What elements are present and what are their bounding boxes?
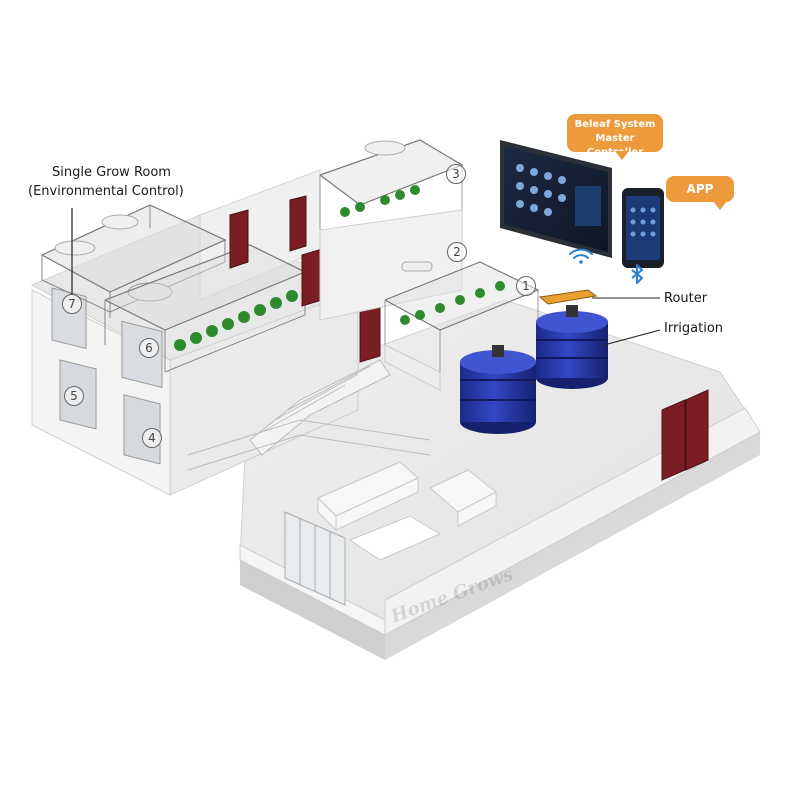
app-callout: APP <box>666 176 734 210</box>
irrigation-label: Irrigation <box>664 321 724 336</box>
bluetooth-icon <box>631 264 643 284</box>
room-number-5: 5 <box>64 386 84 406</box>
room-number-7: 7 <box>62 294 82 314</box>
environmental-control-label: (Environmental Control) <box>28 184 184 199</box>
router-label: Router <box>664 291 708 306</box>
room-number-2: 2 <box>447 242 467 262</box>
single-grow-room-label: Single Grow Room <box>52 165 171 180</box>
room-number-4: 4 <box>142 428 162 448</box>
grow-room-1 <box>384 261 540 391</box>
room-number-1: 1 <box>516 276 536 296</box>
irrigation-pointer <box>603 329 661 346</box>
master-controller-screen <box>500 140 612 258</box>
master-controller-callout-line2: Master Controller <box>586 133 644 158</box>
room-number-3: 3 <box>446 164 466 184</box>
water-tank-icon <box>460 345 536 434</box>
sofa-icon <box>317 461 497 561</box>
water-tank-icon <box>536 305 608 389</box>
staircase <box>187 359 431 471</box>
door-icon <box>229 195 381 363</box>
door-icon <box>661 389 709 481</box>
wifi-icon <box>569 248 593 264</box>
master-controller-callout: Beleaf System Master Controller <box>567 114 663 160</box>
router-icon <box>538 289 660 305</box>
room-number-6: 6 <box>139 338 159 358</box>
sunroom <box>284 511 346 606</box>
phone-app-device <box>622 188 664 268</box>
plant-icon <box>174 290 298 351</box>
master-controller-callout-line1: Beleaf System <box>574 119 656 130</box>
